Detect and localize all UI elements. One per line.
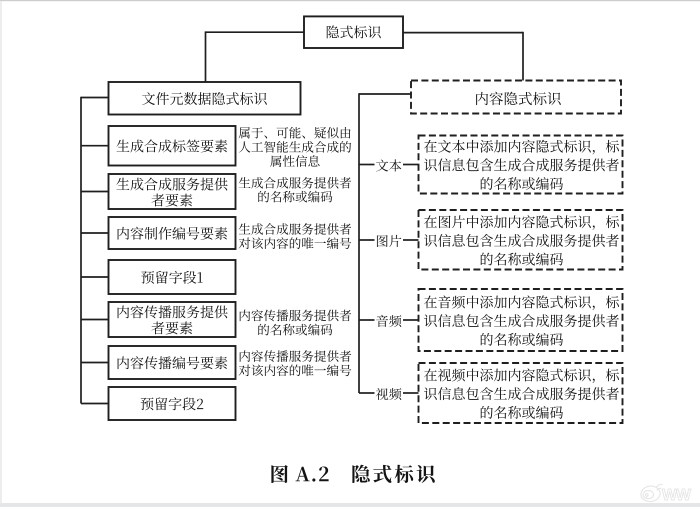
svg-text:WW: WW <box>662 487 692 504</box>
